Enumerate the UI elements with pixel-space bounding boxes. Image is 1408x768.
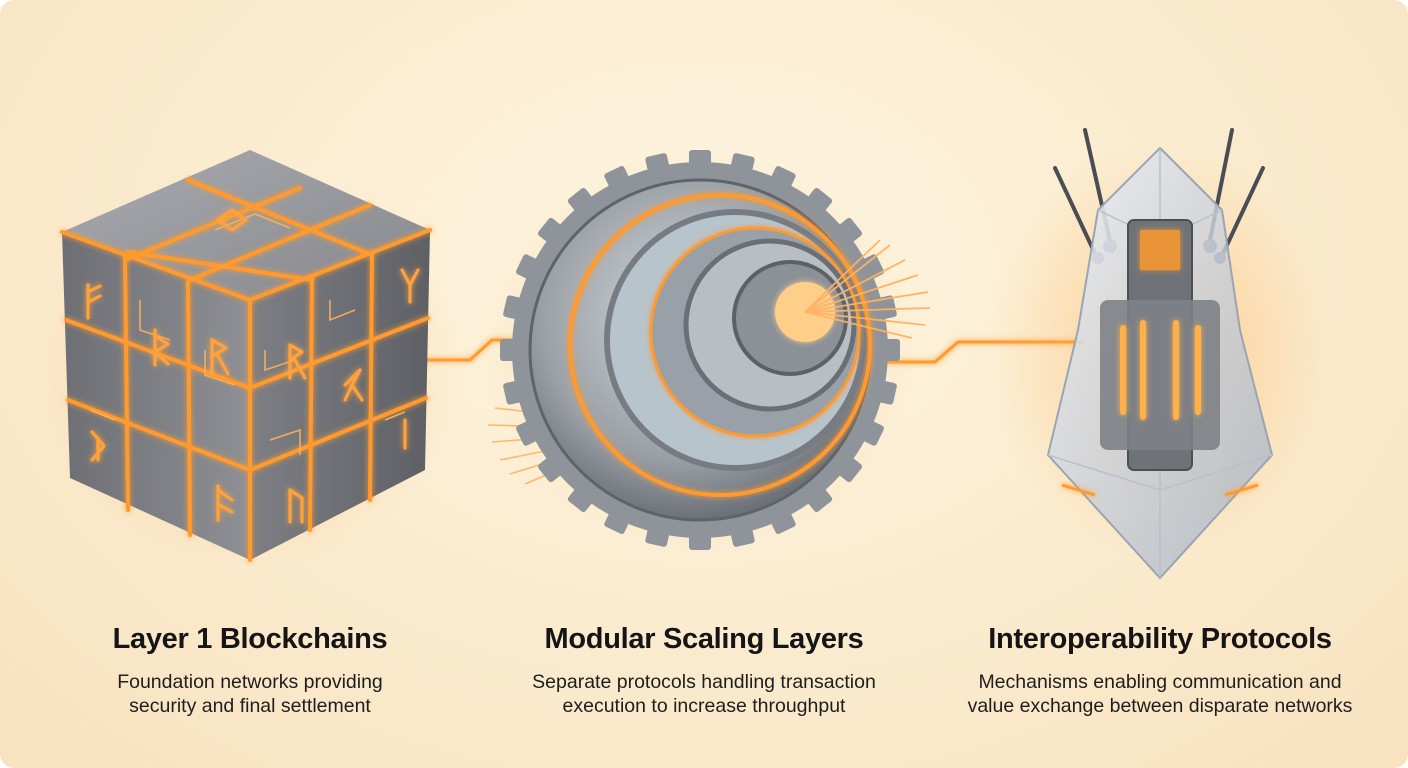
gear-tooth	[727, 153, 755, 187]
gear-tooth	[689, 150, 711, 180]
card-description-line: Separate protocols handling transaction	[532, 671, 876, 693]
gear-tooth	[604, 499, 636, 534]
gear-tooth	[798, 477, 833, 513]
card-description-line: value exchange between disparate network…	[967, 695, 1353, 717]
card-description: Mechanisms enabling communication and va…	[940, 670, 1380, 718]
gear-tooth	[689, 520, 711, 550]
card-description-line: security and final settlement	[129, 695, 371, 717]
gear-tooth	[567, 477, 602, 513]
gear-tooth	[764, 166, 796, 201]
card-title: Modular Scaling Layers	[544, 623, 864, 655]
card-description-line: Mechanisms enabling communication and	[978, 671, 1342, 693]
illustration-layer	[40, 128, 1330, 580]
card-description: Foundation networks providing security a…	[30, 670, 470, 718]
card-description-line: Foundation networks providing	[117, 671, 383, 693]
gear-tooth	[863, 377, 897, 405]
card-title: Interoperability Protocols	[988, 623, 1332, 655]
gear-tooth	[537, 217, 573, 252]
gear-tooth	[870, 339, 900, 361]
card-title: Layer 1 Blockchains	[112, 623, 388, 655]
gear-tooth	[503, 377, 537, 405]
gear-tooth	[503, 295, 537, 323]
card-modular-scaling-layers: Modular Scaling Layers Separate protocol…	[484, 620, 924, 718]
card-description: Separate protocols handling transaction …	[484, 670, 924, 718]
gear-tooth	[567, 187, 602, 223]
card-interoperability-protocols: Interoperability Protocols Mechanisms en…	[940, 620, 1380, 718]
crystal-beacon-icon	[990, 128, 1330, 580]
card-description-line: execution to increase throughput	[562, 695, 846, 717]
gear-tooth	[516, 414, 551, 446]
gear-tooth	[516, 254, 551, 286]
gear-tooth	[827, 217, 863, 252]
gear-assembly-icon	[485, 150, 931, 550]
card-layer-1-blockchains: Layer 1 Blockchains Foundation networks …	[30, 620, 470, 718]
gear-tooth	[849, 414, 884, 446]
gear-tooth	[727, 513, 755, 547]
gear-tooth	[537, 448, 573, 483]
gear-tooth	[827, 448, 863, 483]
gear-tooth	[645, 513, 673, 547]
rune-stone-cube-icon	[40, 150, 460, 570]
gear-tooth	[645, 153, 673, 187]
gear-tooth	[500, 339, 530, 361]
gear-tooth	[798, 187, 833, 223]
gear-tooth	[764, 499, 796, 534]
gear-tooth	[604, 166, 636, 201]
